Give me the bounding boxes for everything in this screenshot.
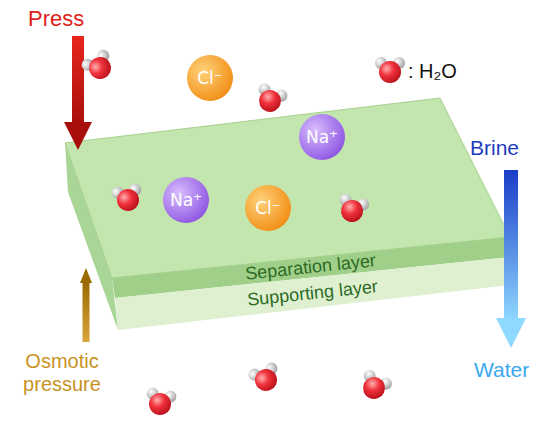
ion-fill bbox=[187, 55, 233, 101]
oxygen-atom bbox=[339, 198, 366, 225]
press-arrowhead bbox=[64, 122, 92, 150]
ion-circle: Na⁺ bbox=[163, 177, 209, 223]
ion-label: Na⁺ bbox=[306, 127, 338, 147]
oxygen-atom bbox=[85, 53, 115, 83]
water-molecule bbox=[335, 193, 371, 226]
ion-circle: Na⁺ bbox=[299, 114, 345, 160]
flow-arrow bbox=[504, 170, 518, 320]
ion-circle: Cl⁻ bbox=[245, 185, 291, 231]
oxygen-atom bbox=[256, 87, 284, 115]
flow-label: Brine bbox=[470, 136, 519, 160]
water-molecule bbox=[80, 48, 119, 86]
water-molecule bbox=[247, 361, 284, 396]
ion-label: Cl⁻ bbox=[255, 198, 281, 218]
ion-circle: Cl⁻ bbox=[187, 55, 233, 101]
press-arrow bbox=[72, 36, 84, 124]
oxygen-atom bbox=[115, 187, 140, 212]
legend-text: : H₂O bbox=[408, 60, 457, 83]
oxygen-atom bbox=[359, 373, 388, 402]
force-label: Press bbox=[28, 6, 84, 31]
water-molecule bbox=[252, 82, 289, 117]
osmotic-arrowhead bbox=[80, 268, 92, 283]
water-molecule bbox=[375, 57, 405, 83]
flow-label: Water bbox=[474, 358, 529, 382]
oxygen-atom bbox=[379, 61, 401, 83]
force-label: Osmotic pressure bbox=[6, 350, 118, 396]
water-molecule bbox=[111, 183, 145, 214]
ion-fill bbox=[299, 114, 345, 160]
water-molecule bbox=[356, 368, 394, 404]
water-molecule bbox=[143, 387, 177, 418]
ion-label: Na⁺ bbox=[170, 190, 202, 210]
oxygen-atom bbox=[252, 366, 280, 394]
ion-label: Cl⁻ bbox=[197, 68, 223, 88]
oxygen-atom bbox=[147, 391, 172, 416]
osmotic-arrow bbox=[83, 282, 90, 342]
ion-fill bbox=[163, 177, 209, 223]
flow-arrowhead bbox=[496, 318, 526, 348]
ion-fill bbox=[245, 185, 291, 231]
